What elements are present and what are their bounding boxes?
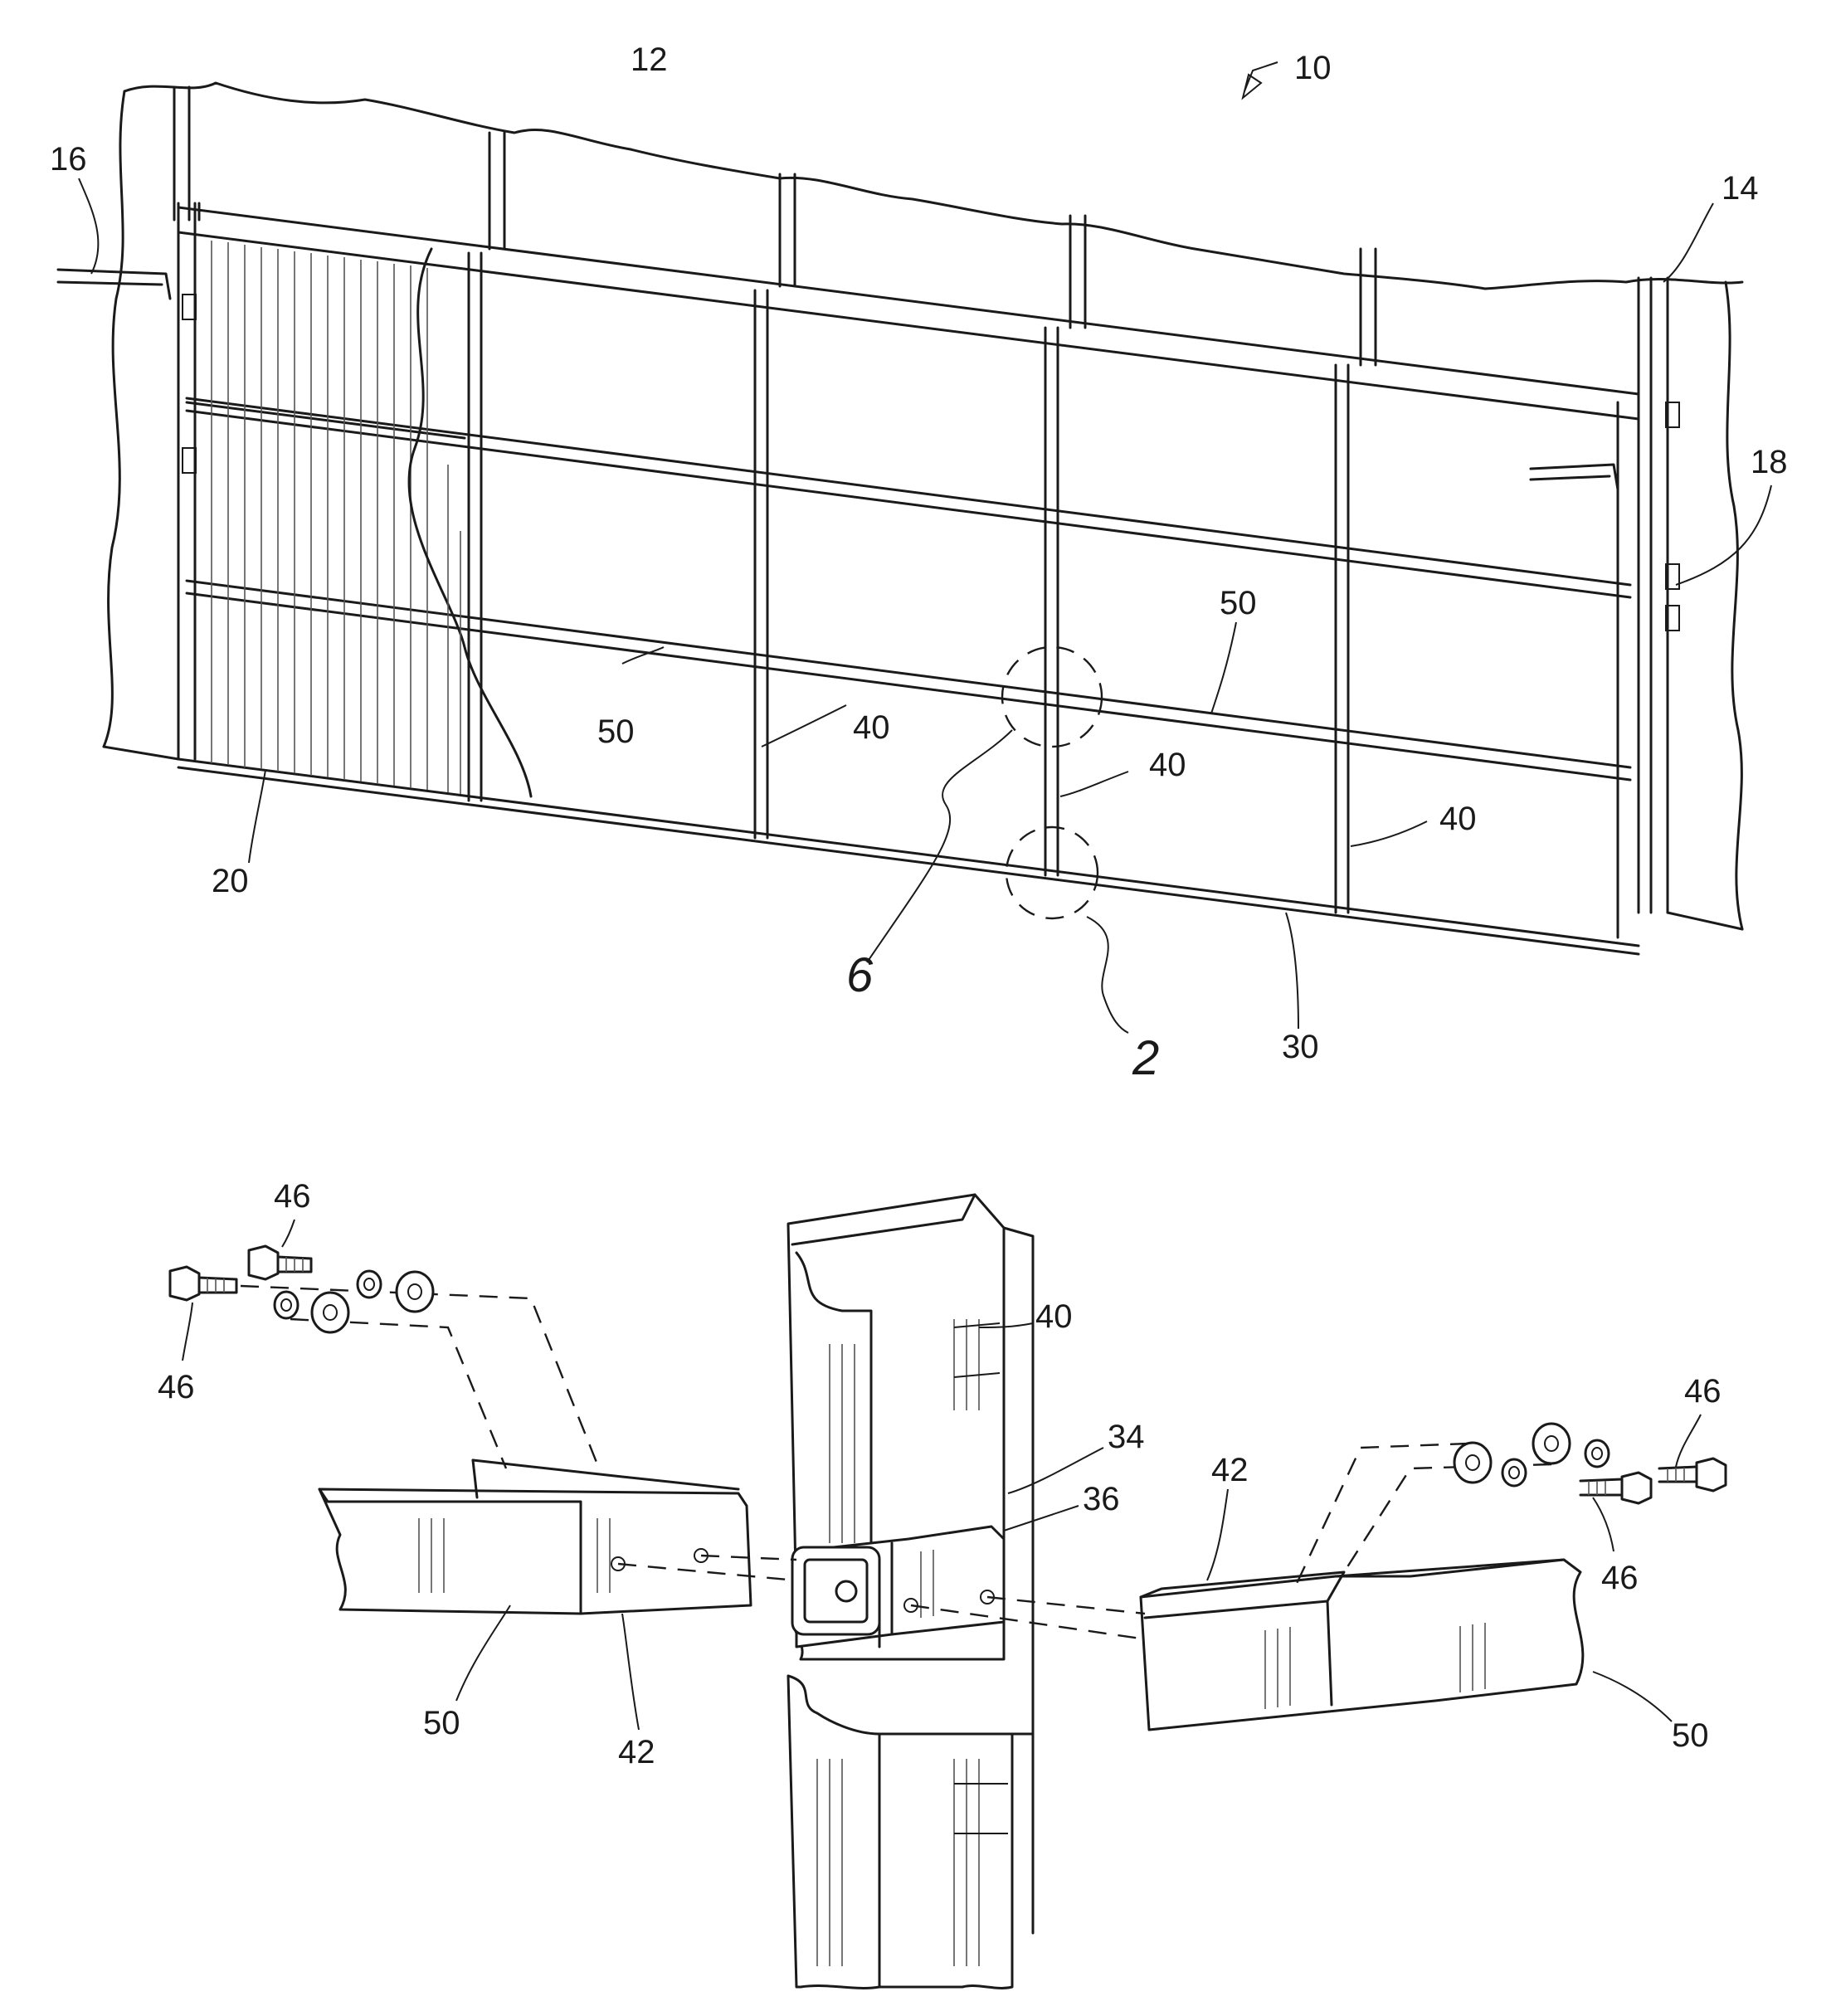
ref-40-label-c: 40 bbox=[1439, 801, 1477, 837]
ref-46-label-b: 46 bbox=[274, 1178, 311, 1215]
ref-10-label: 10 bbox=[1294, 50, 1332, 86]
ref-36-label: 36 bbox=[1083, 1481, 1120, 1517]
fasteners-right bbox=[1454, 1424, 1726, 1503]
detail-circle-2 bbox=[1006, 827, 1098, 918]
ref-50-label-a: 50 bbox=[423, 1705, 460, 1741]
ref-50-label-a: 50 bbox=[597, 713, 635, 750]
ref-50-label-b: 50 bbox=[1672, 1717, 1709, 1754]
ref-20-label: 20 bbox=[212, 863, 249, 899]
ref-30-label: 30 bbox=[1282, 1029, 1319, 1065]
ref-12-label: 12 bbox=[631, 41, 668, 78]
detail-2-label: 2 bbox=[1132, 1031, 1159, 1085]
wall-left-break-line bbox=[104, 91, 124, 747]
ref-50-label-b: 50 bbox=[1220, 585, 1257, 621]
ref-16-label: 16 bbox=[50, 141, 87, 178]
horizontal-rails bbox=[187, 398, 1630, 780]
ref-40-label-a: 40 bbox=[853, 709, 890, 746]
left-post bbox=[178, 203, 196, 759]
wall-right-break-line bbox=[1726, 282, 1742, 929]
ref-14-label: 14 bbox=[1722, 170, 1759, 207]
ref-42-label-b: 42 bbox=[1211, 1452, 1249, 1488]
wall-studs bbox=[174, 87, 1376, 365]
rod-left bbox=[58, 270, 170, 299]
detail-6-label: 6 bbox=[846, 948, 874, 1002]
top-track bbox=[178, 203, 1639, 419]
exploded-joint-figure: 46 46 46 46 40 34 36 42 42 50 50 bbox=[158, 1178, 1726, 1988]
ref-18-label: 18 bbox=[1751, 444, 1788, 480]
ref-40-label: 40 bbox=[1035, 1298, 1073, 1335]
ref-46-label-a: 46 bbox=[158, 1369, 195, 1405]
leader-lines-top bbox=[79, 62, 1771, 1033]
ref-34-label: 34 bbox=[1108, 1419, 1145, 1455]
rail-left bbox=[319, 1460, 751, 1614]
bottom-track bbox=[178, 759, 1639, 954]
ref-46-label-c: 46 bbox=[1684, 1373, 1722, 1410]
wall-bottom-left-edge bbox=[104, 747, 178, 759]
right-post bbox=[1639, 278, 1679, 913]
ref-40-label-b: 40 bbox=[1149, 747, 1186, 783]
wall-top-break-line bbox=[124, 83, 1742, 289]
rod-right bbox=[1531, 465, 1618, 489]
ref-46-label-d: 46 bbox=[1601, 1560, 1639, 1596]
vertical-member-lower bbox=[788, 1676, 1033, 1988]
ref-42-label-a: 42 bbox=[618, 1734, 655, 1770]
rail-right bbox=[1141, 1560, 1583, 1730]
wall-frame-figure: 10 12 14 16 18 20 30 40 40 40 50 50 6 2 bbox=[50, 41, 1788, 1085]
wall-bottom-right-edge bbox=[1668, 913, 1742, 929]
cladding-panels bbox=[212, 241, 531, 796]
